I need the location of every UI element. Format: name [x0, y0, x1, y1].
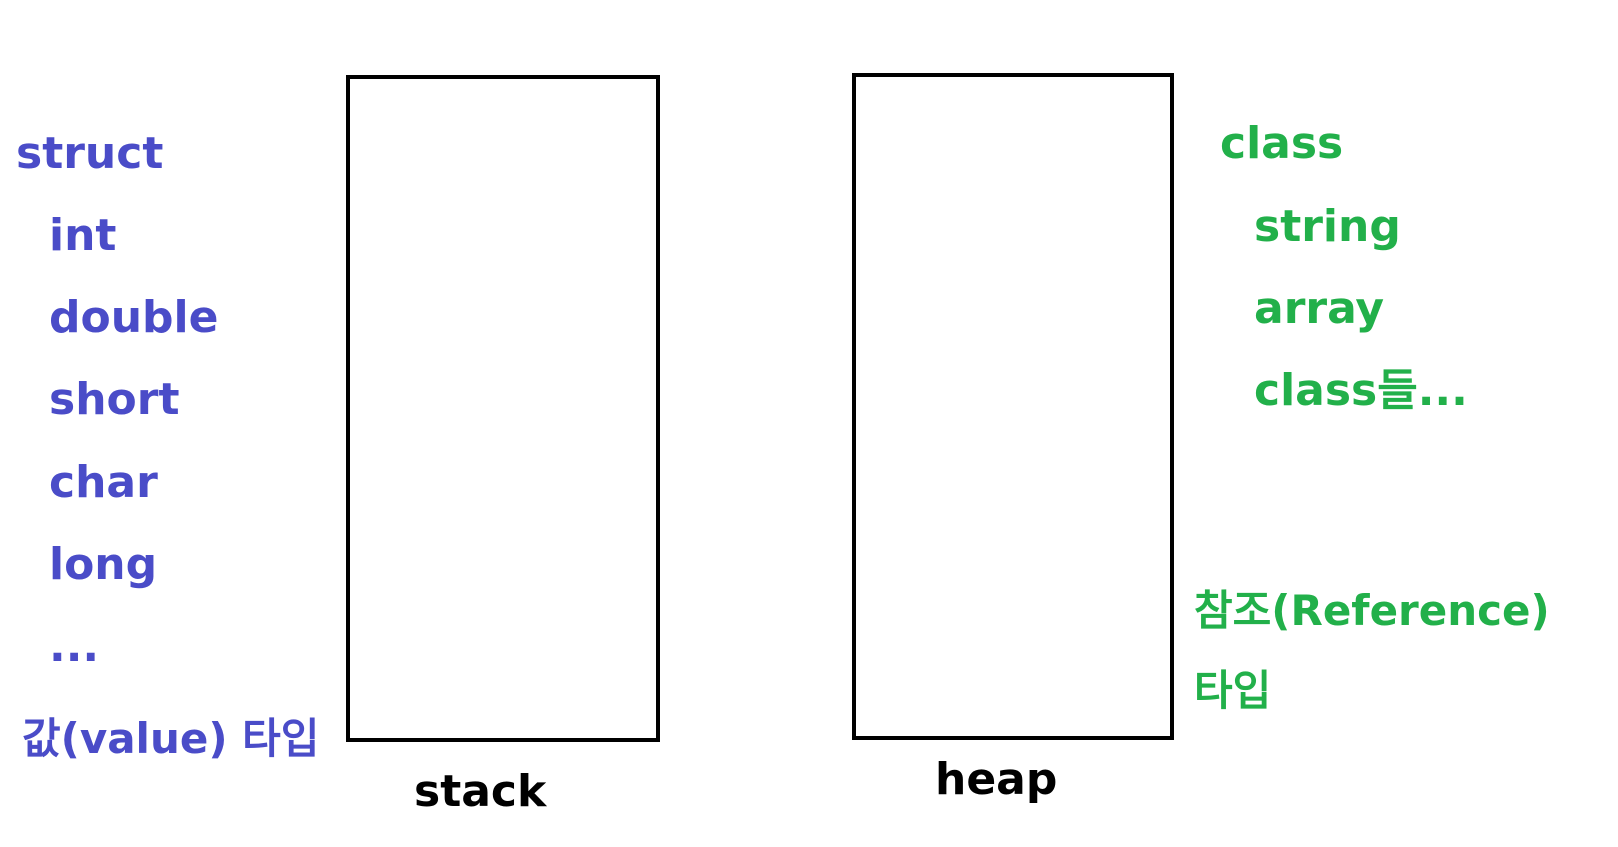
reference-type-array: array	[1254, 283, 1385, 334]
value-type-ellipsis: ...	[49, 621, 100, 672]
reference-type-caption-line2: 타입	[1194, 666, 1272, 715]
reference-type-classes: class들...	[1254, 365, 1468, 416]
stack-label: stack	[414, 766, 547, 817]
value-type-caption: 값(value) 타입	[22, 714, 320, 763]
value-type-char: char	[49, 457, 158, 508]
stack-box	[346, 75, 660, 742]
reference-type-class: class	[1220, 118, 1344, 169]
reference-type-caption-line1: 참조(Reference)	[1194, 586, 1550, 635]
value-type-struct: struct	[16, 128, 164, 179]
value-type-double: double	[49, 292, 219, 343]
value-type-int: int	[49, 210, 117, 261]
value-type-short: short	[49, 374, 180, 425]
heap-box	[852, 73, 1174, 740]
value-type-long: long	[49, 539, 158, 590]
heap-label: heap	[935, 754, 1058, 805]
reference-type-string: string	[1254, 201, 1401, 252]
